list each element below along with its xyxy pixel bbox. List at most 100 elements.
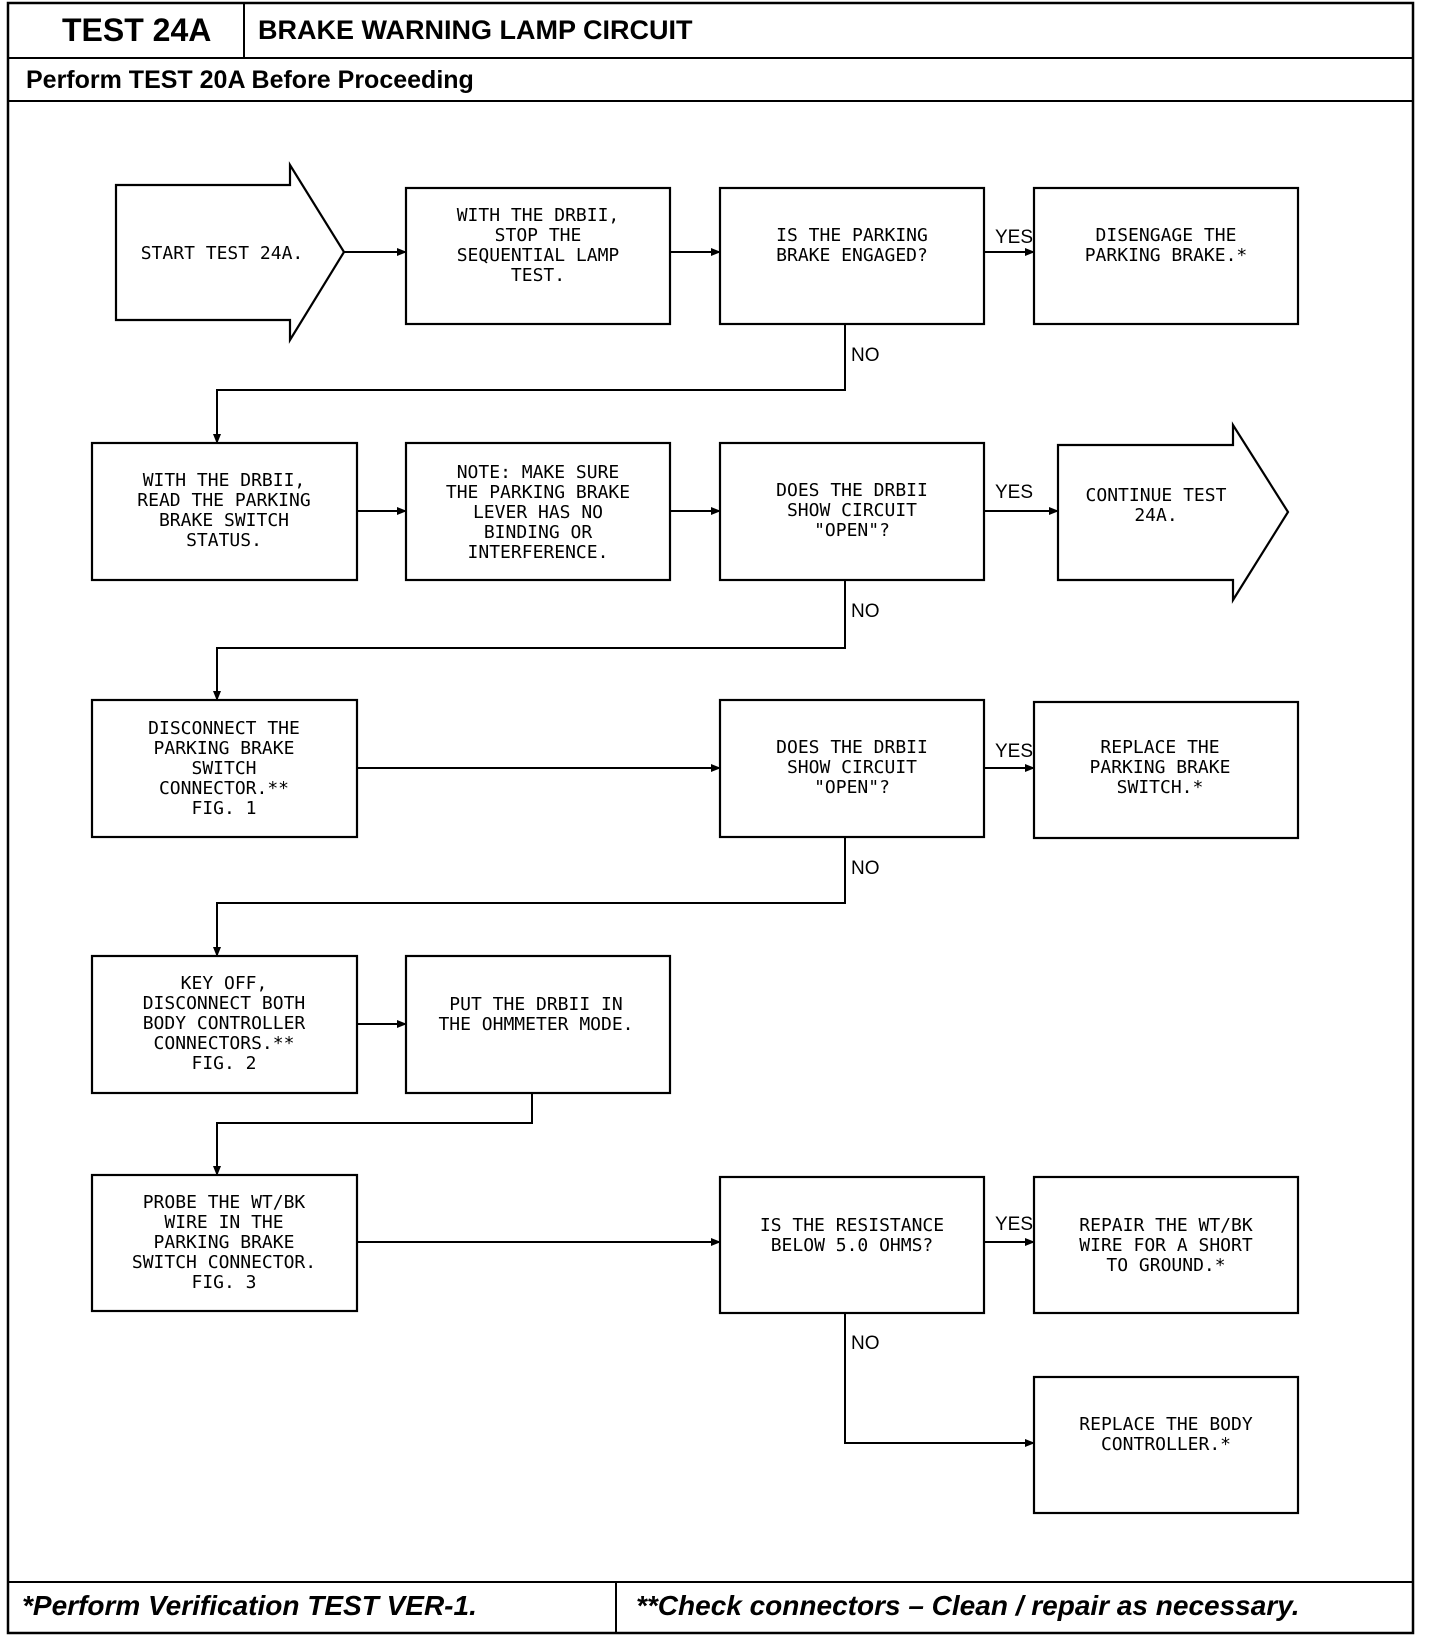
box-label-line: SHOW CIRCUIT	[787, 757, 917, 778]
box-label-line: TO GROUND.*	[1106, 1255, 1225, 1276]
label-yes-engaged: YES	[995, 227, 1033, 248]
box-label-line: TEST.	[511, 265, 565, 286]
label-no-open2: NO	[851, 858, 880, 879]
test-id: TEST 24A	[62, 12, 212, 48]
box-label-line: PARKING BRAKE	[154, 1232, 295, 1253]
box-label-line: BODY CONTROLLER	[143, 1013, 306, 1034]
box-label-line: CONTINUE TEST	[1086, 485, 1227, 506]
page-title: BRAKE WARNING LAMP CIRCUIT	[258, 15, 693, 45]
box-label-line: BINDING OR	[484, 522, 593, 543]
label-yes-open1: YES	[995, 482, 1033, 503]
box-label-line: SWITCH CONNECTOR.	[132, 1252, 316, 1273]
label-no-resistance: NO	[851, 1333, 880, 1354]
box-label-line: DOES THE DRBII	[776, 480, 928, 501]
box-label-line: PARKING BRAKE	[154, 738, 295, 759]
box-label-line: "OPEN"?	[814, 777, 890, 798]
label-no-open1: NO	[851, 601, 880, 622]
box-label-line: CONTROLLER.*	[1101, 1434, 1231, 1455]
box-label-line: DISCONNECT BOTH	[143, 993, 306, 1014]
edge-engaged-no	[213, 324, 846, 444]
box-label-line: DISENGAGE THE	[1096, 225, 1237, 246]
label-yes-open2: YES	[995, 741, 1033, 762]
box-label-line: BELOW 5.0 OHMS?	[771, 1235, 934, 1256]
edge-resistance-no	[844, 1313, 1035, 1447]
box-label-line: WIRE FOR A SHORT	[1079, 1235, 1253, 1256]
box-label-line: KEY OFF,	[181, 973, 268, 994]
box-label-line: NOTE: MAKE SURE	[457, 462, 620, 483]
edge-ohmmeter-to-probe	[213, 1093, 533, 1176]
box-label-line: PROBE THE WT/BK	[143, 1192, 306, 1213]
box-label-line: REPLACE THE BODY	[1079, 1414, 1253, 1435]
box-label-line: WIRE IN THE	[164, 1212, 283, 1233]
box-label-line: STOP THE	[495, 225, 582, 246]
box-label-line: DOES THE DRBII	[776, 737, 928, 758]
box-label-line: THE PARKING BRAKE	[446, 482, 630, 503]
box-label-line: BRAKE SWITCH	[159, 510, 289, 531]
box-label-line: PARKING BRAKE.*	[1085, 245, 1248, 266]
box-label-line: START TEST 24A.	[141, 243, 304, 264]
footer-connector-note: **Check connectors – Clean / repair as n…	[636, 1590, 1300, 1621]
box-label-line: IS THE PARKING	[776, 225, 928, 246]
box-label-line: INTERFERENCE.	[468, 542, 609, 563]
edge-open2-no	[213, 837, 846, 957]
edge-open1-no	[213, 580, 846, 701]
box-label-line: "OPEN"?	[814, 520, 890, 541]
box-label-line: REPLACE THE	[1100, 737, 1219, 758]
box-label-line: READ THE PARKING	[137, 490, 310, 511]
box-label-line: FIG. 1	[191, 798, 256, 819]
box-label-line: THE OHMMETER MODE.	[438, 1014, 633, 1035]
box-label-line: REPAIR THE WT/BK	[1079, 1215, 1253, 1236]
box-label-line: DISCONNECT THE	[148, 718, 300, 739]
label-yes-resistance: YES	[995, 1214, 1033, 1235]
box-label-line: PUT THE DRBII IN	[449, 994, 622, 1015]
box-label-line: SWITCH.*	[1117, 777, 1204, 798]
footer-verification-note: *Perform Verification TEST VER-1.	[22, 1590, 477, 1621]
box-label-line: SHOW CIRCUIT	[787, 500, 917, 521]
box-label-line: CONNECTOR.**	[159, 778, 289, 799]
box-label-line: FIG. 2	[191, 1053, 256, 1074]
box-label-line: BRAKE ENGAGED?	[776, 245, 928, 266]
node-start-test-label: START TEST 24A.	[141, 243, 304, 264]
box-label-line: WITH THE DRBII,	[143, 470, 306, 491]
box-label-line: SWITCH	[191, 758, 256, 779]
box-label-line: WITH THE DRBII,	[457, 205, 620, 226]
box-label-line: SEQUENTIAL LAMP	[457, 245, 620, 266]
node-start-test: START TEST 24A.	[114, 161, 346, 344]
box-label-line: LEVER HAS NO	[473, 502, 603, 523]
box-label-line: IS THE RESISTANCE	[760, 1215, 944, 1236]
box-label-line: STATUS.	[186, 530, 262, 551]
box-label-line: CONNECTORS.**	[154, 1033, 295, 1054]
